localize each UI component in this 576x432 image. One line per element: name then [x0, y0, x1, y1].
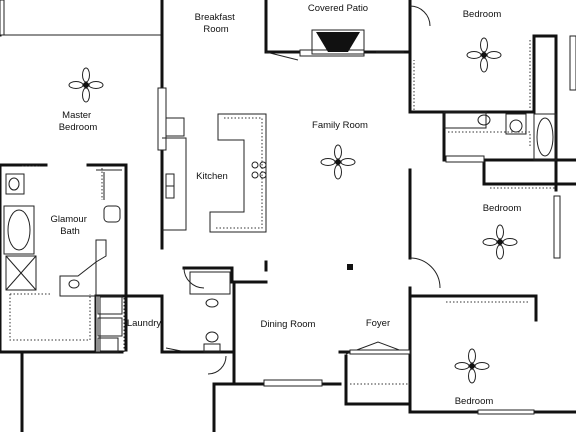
room-label-bedroom-e: Bedroom — [483, 203, 522, 214]
room-label-bedroom-ne: Bedroom — [463, 9, 502, 20]
ceiling-fan-icon — [482, 224, 518, 260]
ceiling-fans — [68, 37, 518, 384]
room-label-family-room: Family Room — [312, 120, 368, 131]
room-label-breakfast-room: Breakfast Room — [195, 12, 238, 35]
room-label-foyer: Foyer — [366, 318, 390, 329]
ceiling-fan-icon — [68, 67, 104, 103]
room-label-kitchen: Kitchen — [196, 171, 228, 182]
ceiling-fan-icon — [466, 37, 502, 73]
room-label-bedroom-se: Bedroom — [455, 396, 494, 407]
room-label-laundry: Laundry — [127, 318, 162, 329]
room-label-glamour-bath: Glamour Bath — [50, 214, 89, 237]
ceiling-fan-icon — [454, 348, 490, 384]
ceiling-fan-icon — [320, 144, 356, 180]
room-label-dining-room: Dining Room — [261, 319, 316, 330]
built-ins — [3, 29, 557, 385]
room-label-master-bedroom: Master Bedroom — [59, 110, 98, 133]
room-label-covered-patio: Covered Patio — [308, 3, 368, 14]
room-labels: Covered Patio Breakfast Room Bedroom Mas… — [50, 3, 521, 407]
